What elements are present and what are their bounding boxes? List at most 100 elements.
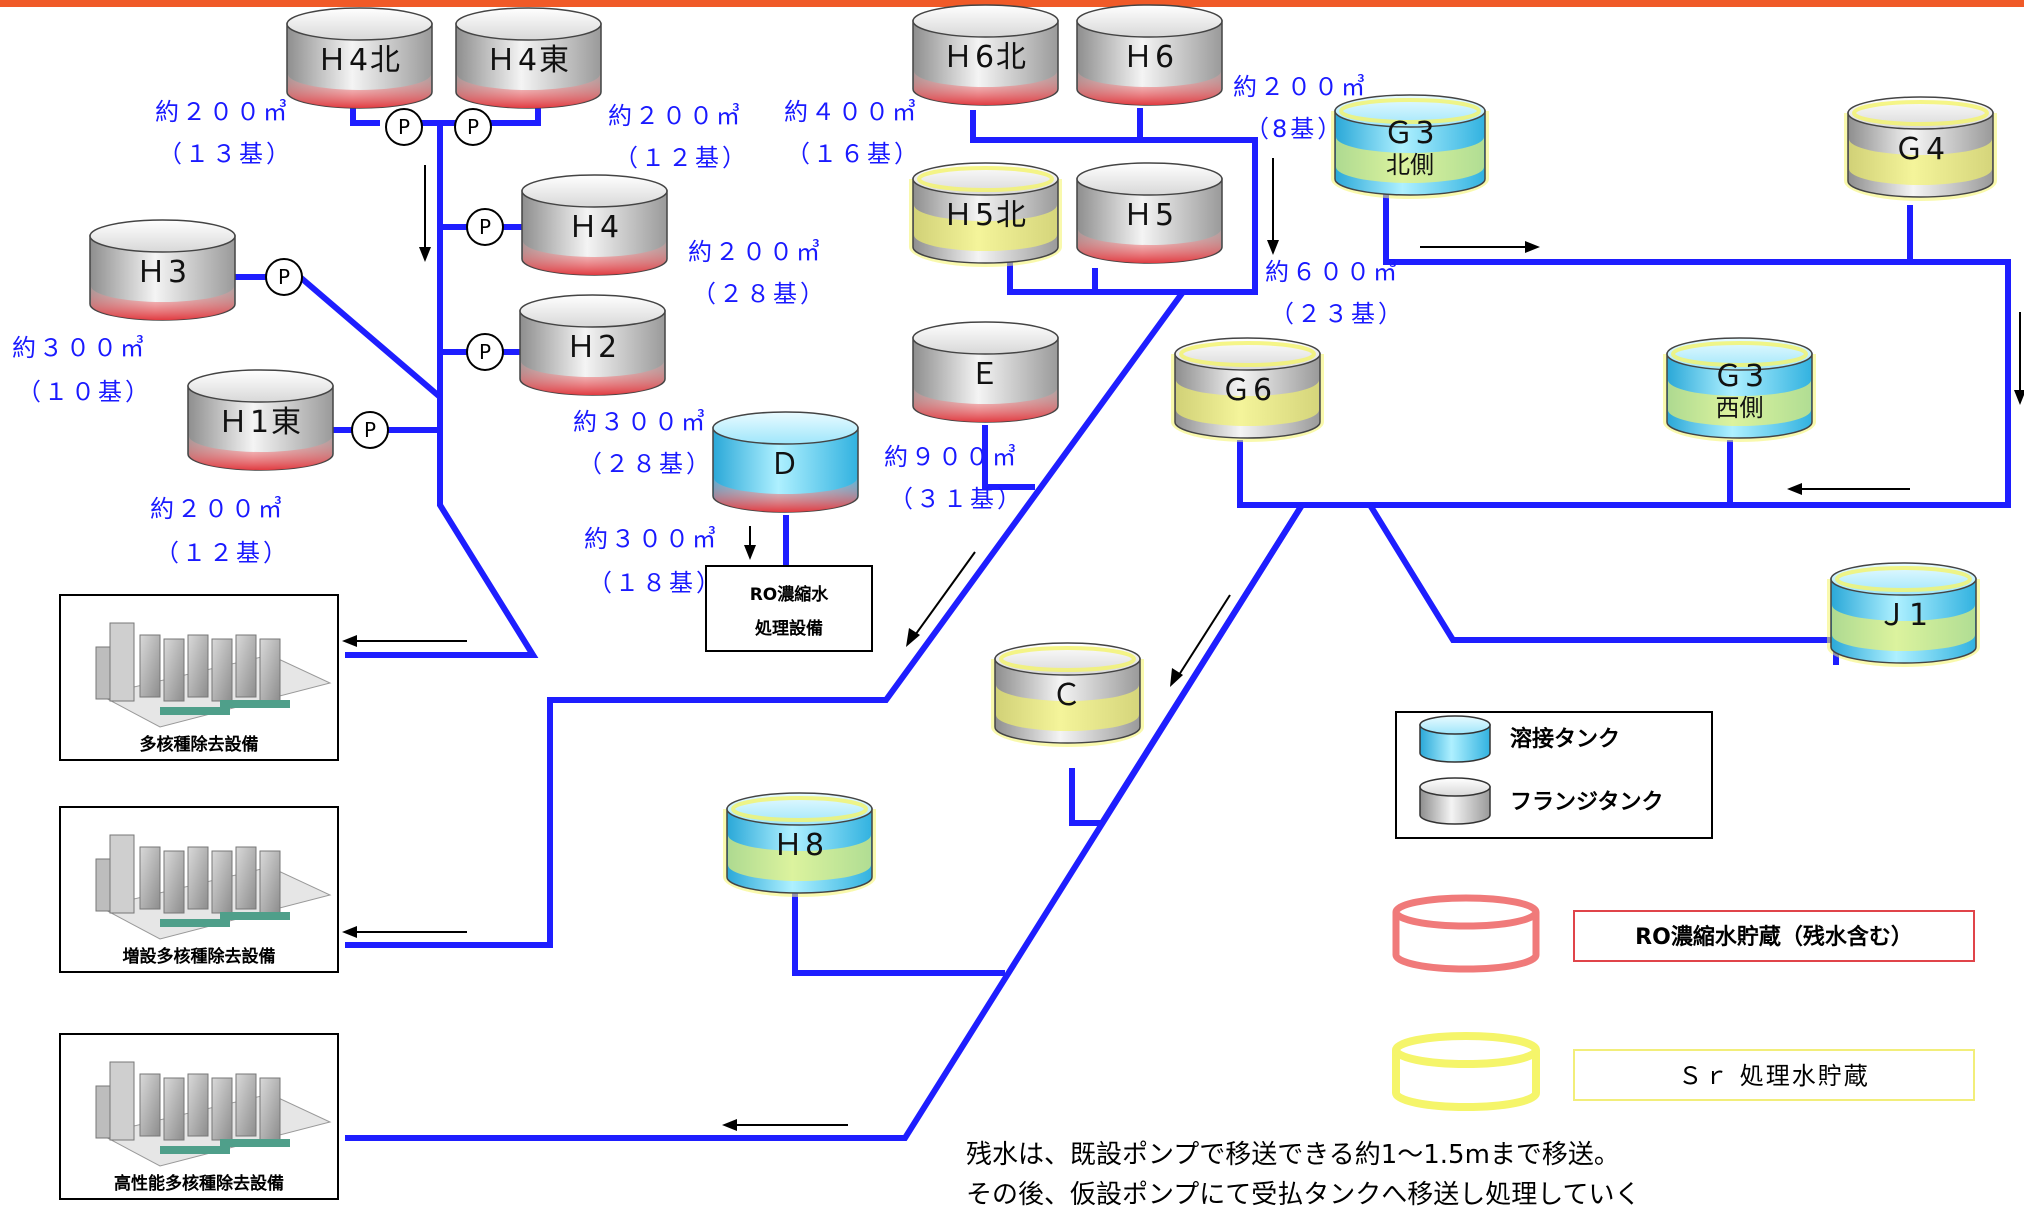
arrow-left-alps xyxy=(342,635,467,647)
tank-h8-label: Ｈ8 xyxy=(773,828,826,863)
tank-h6: Ｈ6 xyxy=(1076,4,1223,106)
tank-h4e-label: Ｈ4東 xyxy=(486,43,571,78)
e-count: （３１基） xyxy=(889,485,1024,513)
tank-g3n-sublabel: 北側 xyxy=(1386,151,1434,179)
tank-h2-label: Ｈ2 xyxy=(566,330,619,365)
facility-alps-label: 多核種除去設備 xyxy=(140,734,259,755)
flow-arrows xyxy=(342,158,2024,1131)
h1e-volume: 約２００㎥ xyxy=(150,495,285,523)
d-volume: 約３００㎥ xyxy=(584,525,719,553)
legend-welded-icon xyxy=(1419,715,1491,763)
pump-h1e: P xyxy=(351,411,389,449)
tank-g3w-sublabel: 西側 xyxy=(1716,394,1764,422)
legend-sr-label: Ｓｒ 処理水貯蔵 xyxy=(1678,1062,1870,1090)
tank-h4-label: Ｈ4 xyxy=(568,210,621,245)
svg-text:P: P xyxy=(364,418,376,442)
facility-alps: 多核種除去設備 xyxy=(59,594,339,761)
h4n-count: （１３基） xyxy=(158,140,293,168)
tank-h1e-label: Ｈ1東 xyxy=(218,405,303,440)
tank-g4: Ｇ4 xyxy=(1844,96,1997,201)
tank-j1: Ｊ1 xyxy=(1827,562,1980,668)
facility-illustration xyxy=(95,622,332,728)
arrow-down-d xyxy=(744,526,756,560)
pump-h3: P xyxy=(265,258,303,296)
h4-count: （２８基） xyxy=(692,280,827,308)
h6-count: （8基） xyxy=(1245,115,1344,143)
h4n-volume: 約２００㎥ xyxy=(155,98,290,126)
tank-h4e: Ｈ4東 xyxy=(455,7,602,109)
h4e-volume: 約２００㎥ xyxy=(608,102,743,130)
svg-text:P: P xyxy=(278,265,290,289)
svg-text:P: P xyxy=(479,340,491,364)
tank-c: Ｃ xyxy=(991,642,1144,748)
tank-h4n-label: Ｈ4北 xyxy=(317,43,402,78)
h5-count: （２３基） xyxy=(1270,300,1405,328)
svg-text:P: P xyxy=(398,115,410,139)
tank-h6-label: Ｈ6 xyxy=(1123,40,1176,75)
h3-count: （１０基） xyxy=(17,378,152,406)
facility-alps-hp-label: 高性能多核種除去設備 xyxy=(114,1173,284,1194)
arrow-right-g3 xyxy=(1420,241,1540,253)
svg-text:P: P xyxy=(479,215,491,239)
legend-welded-label: 溶接タンク xyxy=(1510,726,1620,752)
tank-h3: Ｈ3 xyxy=(89,219,236,321)
tank-e: Ｅ xyxy=(912,321,1059,423)
tank-h5-label: Ｈ5 xyxy=(1123,198,1176,233)
facility-alps-add-label: 増設多核種除去設備 xyxy=(123,946,276,967)
facility-illustration xyxy=(95,1061,332,1167)
arrow-diag-h5 xyxy=(906,551,976,647)
tank-h5: Ｈ5 xyxy=(1076,162,1223,264)
tank-h4: Ｈ4 xyxy=(521,174,668,276)
arrow-down-h-line xyxy=(419,165,431,262)
arrow-left-g6 xyxy=(1787,483,1910,495)
tank-h6n: Ｈ6北 xyxy=(912,4,1059,106)
h3-volume: 約３００㎥ xyxy=(12,334,147,362)
facility-alps-add: 増設多核種除去設備 xyxy=(59,806,339,973)
arrow-left-alps-add xyxy=(342,926,467,938)
tank-g3n-label: Ｇ3 xyxy=(1383,116,1436,151)
tank-h2: Ｈ2 xyxy=(519,294,666,396)
pump-h2: P xyxy=(466,333,504,371)
capacity-labels: 約２００㎥ （１３基） 約２００㎥ （１２基） 約２００㎥ （２８基） 約３００… xyxy=(12,73,1405,597)
tank-h8: Ｈ8 xyxy=(723,792,876,898)
legend-sr-box xyxy=(1573,1049,1975,1101)
tank-h3-label: Ｈ3 xyxy=(136,255,189,290)
legend-sr-icon xyxy=(1392,1032,1540,1111)
legend-ro-label: RO濃縮水貯蔵（残水含む） xyxy=(1635,924,1913,950)
svg-text:P: P xyxy=(467,115,479,139)
tank-g6: Ｇ6 xyxy=(1171,337,1324,442)
ro-treatment-facility: RO濃縮水 処理設備 xyxy=(705,565,873,652)
tank-h1e: Ｈ1東 xyxy=(187,369,334,471)
h6n-volume: 約４００㎥ xyxy=(784,98,919,126)
e-volume: 約９００㎥ xyxy=(884,443,1019,471)
tank-c-label: Ｃ xyxy=(1052,678,1084,713)
tank-h6n-label: Ｈ6北 xyxy=(943,40,1028,75)
h2-volume: 約３００㎥ xyxy=(573,408,708,436)
svg-text:処理設備: 処理設備 xyxy=(754,618,823,639)
legend-flange-label: フランジタンク xyxy=(1510,790,1664,815)
pump-h4: P xyxy=(466,208,504,246)
tank-e-label: Ｅ xyxy=(970,357,1002,392)
pump-h4n: P xyxy=(385,108,423,146)
arrow-diag-c xyxy=(1170,594,1231,687)
tank-h5n: Ｈ5北 xyxy=(909,162,1062,267)
tank-j1-label: Ｊ1 xyxy=(1877,598,1930,633)
legend-flange-icon xyxy=(1419,777,1491,825)
h6-volume: 約２００㎥ xyxy=(1233,73,1368,101)
tank-h5n-label: Ｈ5北 xyxy=(943,198,1028,233)
d-count: （１８基） xyxy=(588,569,723,597)
legend-ro-icon xyxy=(1392,894,1540,973)
arrow-down-right-edge xyxy=(2014,312,2024,405)
tank-h4n: Ｈ4北 xyxy=(286,7,433,109)
h2-count: （２８基） xyxy=(578,450,713,478)
pumps: P P P P P P xyxy=(265,108,504,449)
pump-h4e: P xyxy=(454,108,492,146)
h6n-count: （１６基） xyxy=(786,140,921,168)
tank-d-label: Ｄ xyxy=(770,447,802,482)
legend-ro-box xyxy=(1573,910,1975,962)
tank-g6-label: Ｇ6 xyxy=(1221,373,1274,408)
arrow-down-h6 xyxy=(1267,158,1279,255)
